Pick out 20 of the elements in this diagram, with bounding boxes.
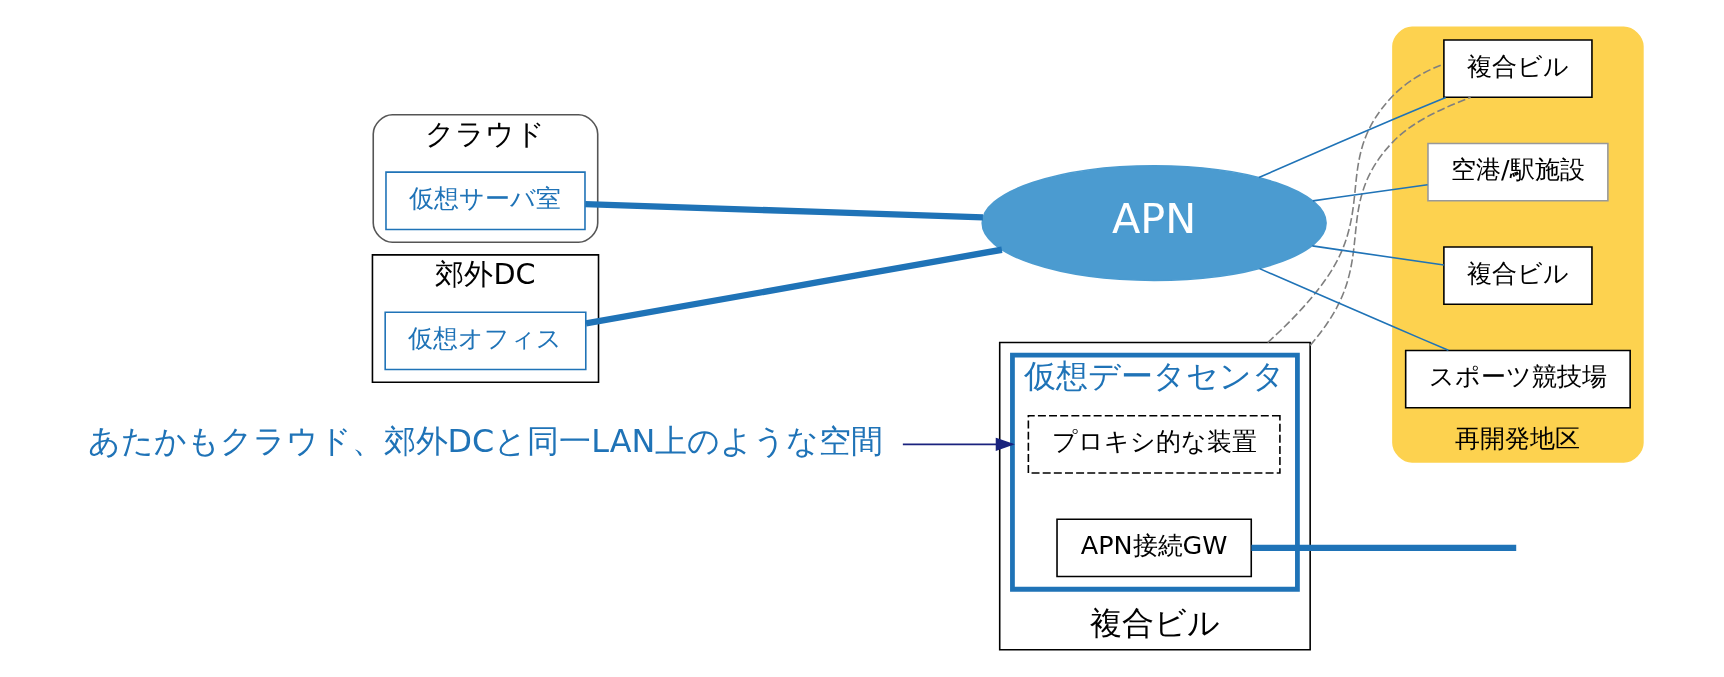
node-box: 仮想オフィス (384, 311, 587, 371)
node-box: 仮想サーバ室 (385, 171, 586, 231)
connector (1258, 96, 1447, 179)
connector (1266, 63, 1445, 344)
node-box: 空港/駅施設 (1427, 142, 1609, 202)
connector (585, 200, 984, 221)
connector (1309, 96, 1472, 347)
node-box: スポーツ競技場 (1404, 349, 1631, 409)
arrow (902, 437, 1015, 452)
connector (1311, 245, 1445, 266)
node-box: 複合ビル (1443, 246, 1593, 306)
connector (1258, 267, 1450, 352)
node-box: プロキシ的な装置 (1027, 414, 1281, 474)
connector (1251, 544, 1517, 552)
connector (1312, 183, 1429, 202)
node-text: あたかもクラウド、郊外DCと同一LAN上のような空間 (87, 422, 884, 461)
node-box: 複合ビル (1443, 39, 1593, 99)
node-ellipse: APN (981, 164, 1327, 282)
node-box: APN接続GW (1056, 518, 1253, 578)
connector (585, 246, 1003, 327)
